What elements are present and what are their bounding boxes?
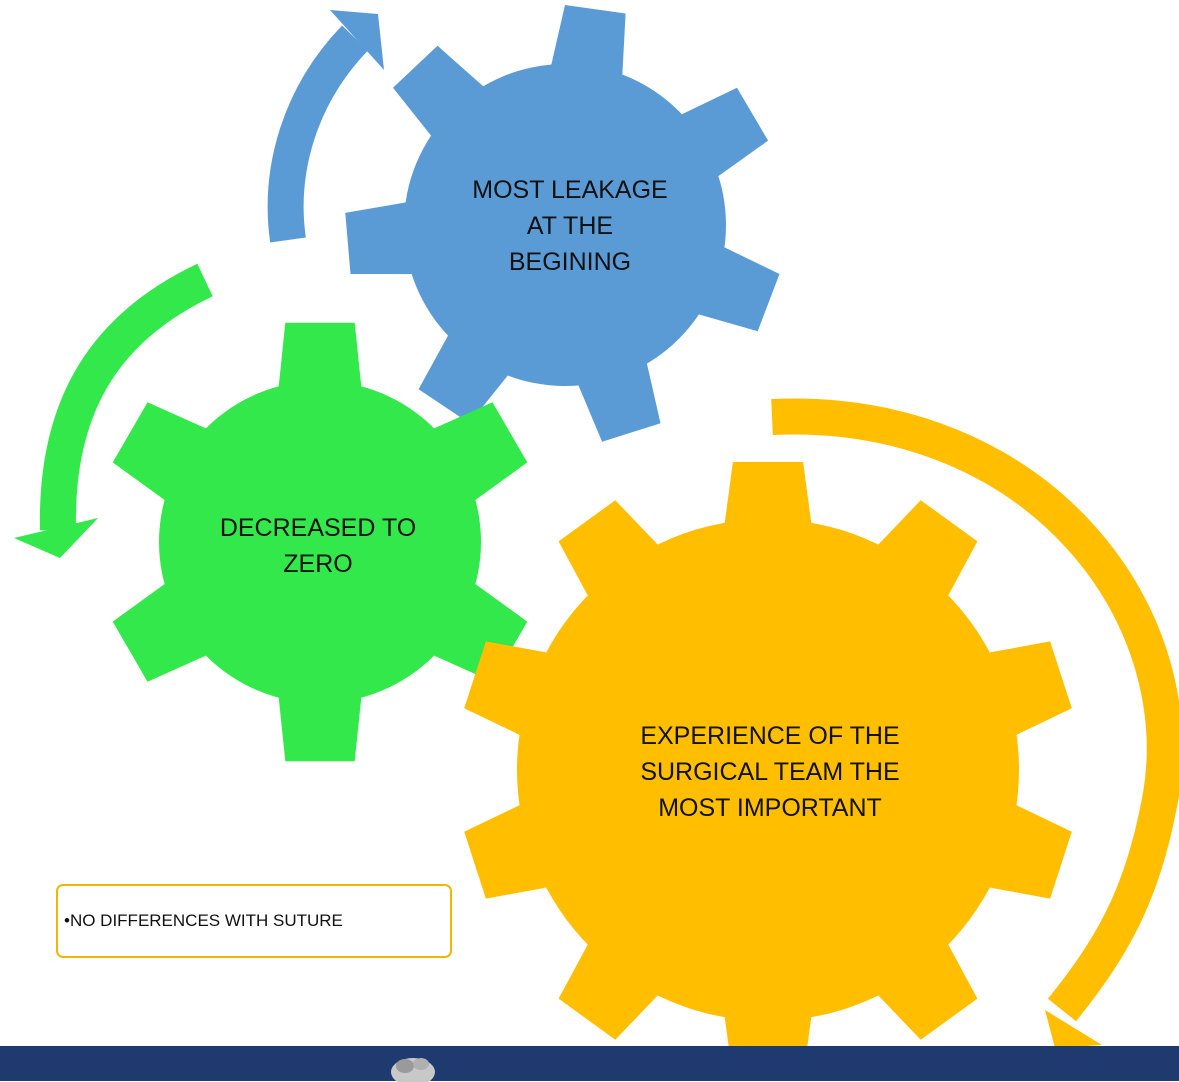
gear-decreased-to-zero	[112, 322, 528, 762]
gear-teeth	[345, 5, 780, 442]
logo-icon	[391, 1058, 435, 1082]
gear-label-line: MOST LEAKAGE	[472, 176, 668, 204]
gear-experience-surgical-team	[464, 462, 1072, 1078]
gear-label-experience-surgical-team: EXPERIENCE OF THE SURGICAL TEAM THE MOST…	[605, 718, 935, 826]
gear-label-line: ZERO	[283, 550, 353, 578]
yellow-cycle-arrow	[771, 398, 1179, 1048]
blue-cycle-arrow	[267, 10, 384, 243]
gear-label-line: AT THE	[526, 212, 614, 240]
gear-label-line: MOST IMPORTANT	[658, 794, 882, 822]
green-cycle-arrow	[14, 263, 213, 558]
note-text: •NO DIFFERENCES WITH SUTURE	[64, 911, 343, 930]
note-box: •NO DIFFERENCES WITH SUTURE	[56, 884, 452, 958]
gear-label-line: BEGINING	[508, 248, 632, 276]
gear-label-line: SURGICAL TEAM THE	[640, 758, 900, 786]
gear-label-line: DECREASED TO	[219, 514, 417, 542]
gear-label-decreased-to-zero: DECREASED TO ZERO	[168, 510, 468, 582]
gear-teeth	[464, 462, 1072, 1078]
gear-teeth	[112, 322, 528, 762]
gear-label-line: EXPERIENCE OF THE	[640, 722, 900, 750]
gear-most-leakage	[345, 5, 780, 442]
gear-label-most-leakage: MOST LEAKAGE AT THE BEGINING	[420, 172, 720, 280]
footer-bar	[0, 1046, 1179, 1081]
